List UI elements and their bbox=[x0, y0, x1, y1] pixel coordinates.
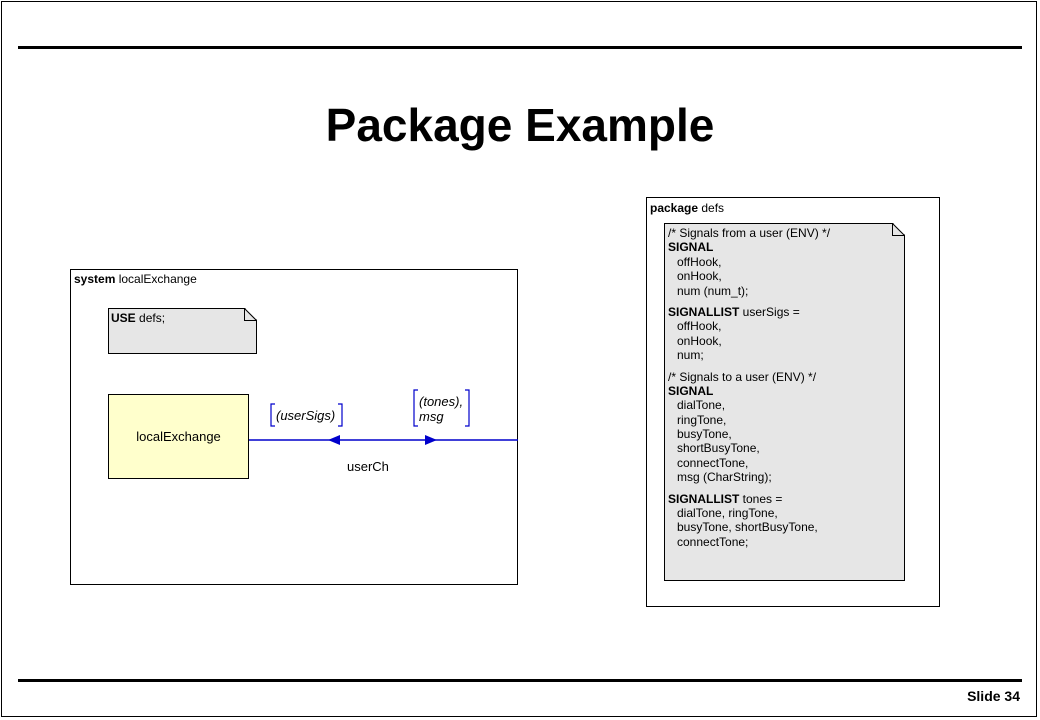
use-note bbox=[108, 308, 257, 354]
page-title: Package Example bbox=[325, 99, 715, 151]
definition-text: busyTone, bbox=[677, 427, 732, 442]
use-note-text: USE defs; bbox=[111, 311, 165, 325]
definition-line: ringTone, bbox=[668, 413, 830, 427]
definition-line: SIGNAL bbox=[668, 240, 830, 254]
local-exchange-block[interactable]: localExchange bbox=[108, 394, 249, 479]
bracket-right-tones bbox=[465, 389, 470, 427]
signal-list-out: (tones), msg bbox=[419, 394, 463, 424]
package-heading: package defs bbox=[650, 201, 724, 215]
definition-text: num (num_t); bbox=[677, 283, 749, 298]
package-keyword: package bbox=[650, 201, 699, 215]
definition-text: dialTone, bbox=[677, 398, 726, 413]
definition-text: connectTone; bbox=[677, 534, 749, 549]
definition-keyword: SIGNALLIST bbox=[668, 491, 740, 506]
definition-text: /* Signals to a user (ENV) */ bbox=[668, 369, 817, 384]
definition-gap bbox=[668, 485, 830, 492]
definition-text: connectTone, bbox=[677, 455, 749, 470]
definition-text: onHook, bbox=[677, 333, 722, 348]
definition-text: userSigs = bbox=[739, 304, 800, 319]
definition-gap bbox=[668, 298, 830, 305]
definition-text: ringTone, bbox=[677, 412, 727, 427]
package-note-fold bbox=[892, 223, 905, 236]
package-name: defs bbox=[701, 201, 725, 215]
bottom-rule bbox=[18, 679, 1022, 682]
signal-out-line-2: msg bbox=[419, 409, 444, 424]
channel-arrow-out bbox=[425, 435, 437, 445]
definition-text: /* Signals from a user (ENV) */ bbox=[668, 226, 831, 240]
definition-line: msg (CharString); bbox=[668, 470, 830, 484]
definition-text: shortBusyTone, bbox=[677, 441, 760, 456]
system-keyword: system bbox=[74, 272, 116, 286]
bracket-right-usersigs bbox=[338, 403, 343, 427]
signal-list-in: (userSigs) bbox=[276, 408, 336, 423]
definition-line: onHook, bbox=[668, 269, 830, 283]
definition-text: offHook, bbox=[677, 319, 722, 334]
definition-line: /* Signals to a user (ENV) */ bbox=[668, 370, 830, 384]
definition-text: onHook, bbox=[677, 269, 722, 284]
definition-line: connectTone, bbox=[668, 456, 830, 470]
bracket-left-tones bbox=[413, 389, 418, 427]
top-rule bbox=[18, 46, 1022, 49]
definition-line: /* Signals from a user (ENV) */ bbox=[668, 226, 830, 240]
definition-keyword: SIGNALLIST bbox=[668, 304, 740, 319]
definition-gap bbox=[668, 363, 830, 370]
package-text-note bbox=[664, 223, 905, 581]
package-frame bbox=[646, 197, 940, 607]
use-target: defs; bbox=[135, 311, 166, 325]
definition-keyword: SIGNAL bbox=[668, 240, 714, 255]
definition-text: busyTone, shortBusyTone, bbox=[677, 520, 818, 535]
definition-text: offHook, bbox=[677, 254, 722, 269]
definition-line: offHook, bbox=[668, 255, 830, 269]
channel-name: userCh bbox=[347, 459, 389, 474]
slide-number: Slide 34 bbox=[967, 688, 1020, 704]
definition-line: connectTone; bbox=[668, 535, 830, 549]
definition-keyword: SIGNAL bbox=[668, 383, 714, 398]
use-keyword: USE bbox=[111, 311, 136, 325]
definition-line: busyTone, shortBusyTone, bbox=[668, 520, 830, 534]
channel-arrow-in bbox=[328, 435, 340, 445]
system-name: localExchange bbox=[118, 272, 197, 286]
definition-text: tones = bbox=[739, 491, 783, 506]
signal-out-line-1: (tones), bbox=[419, 394, 464, 409]
definition-line: dialTone, bbox=[668, 398, 830, 412]
definition-line: SIGNALLIST tones = bbox=[668, 492, 830, 506]
system-frame bbox=[70, 269, 518, 585]
block-label: localExchange bbox=[136, 429, 221, 444]
definition-line: SIGNAL bbox=[668, 384, 830, 398]
definition-line: offHook, bbox=[668, 319, 830, 333]
definition-line: SIGNALLIST userSigs = bbox=[668, 305, 830, 319]
system-heading: system localExchange bbox=[74, 272, 197, 286]
use-note-fold bbox=[244, 308, 257, 321]
definition-line: dialTone, ringTone, bbox=[668, 506, 830, 520]
definition-text: dialTone, ringTone, bbox=[677, 506, 778, 521]
definition-text: num; bbox=[677, 348, 704, 363]
definition-line: num (num_t); bbox=[668, 284, 830, 298]
definition-line: shortBusyTone, bbox=[668, 441, 830, 455]
definition-line: onHook, bbox=[668, 334, 830, 348]
definition-line: busyTone, bbox=[668, 427, 830, 441]
definition-text: msg (CharString); bbox=[677, 470, 772, 485]
definition-line: num; bbox=[668, 348, 830, 362]
bracket-left-usersigs bbox=[270, 403, 275, 427]
